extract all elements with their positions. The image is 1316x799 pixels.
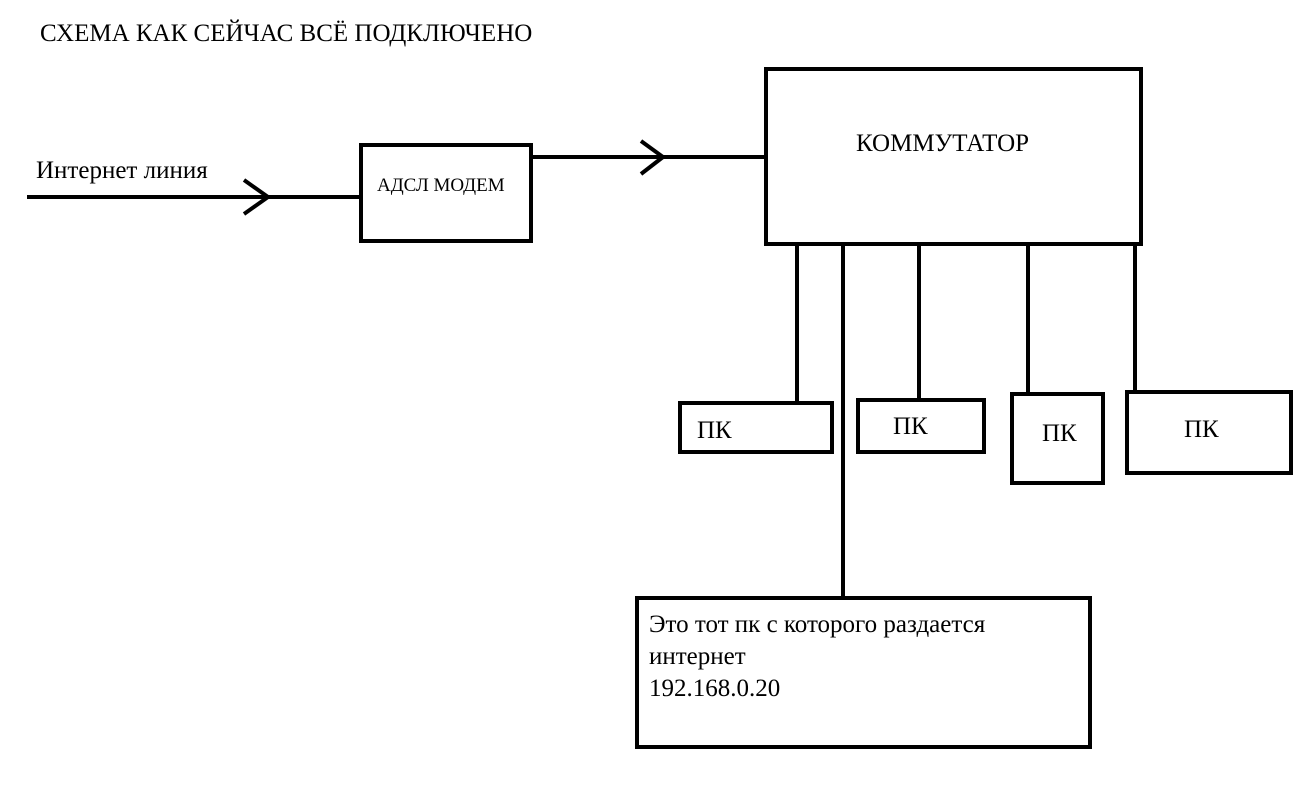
pc-box-1 — [678, 401, 834, 454]
pc-box-3 — [1010, 392, 1105, 485]
internet-line-arrowhead — [242, 178, 272, 216]
modem-box — [359, 143, 533, 243]
modem-label: АДСЛ МОДЕМ — [377, 175, 505, 196]
pc-label-2: ПК — [893, 413, 928, 440]
pc-box-4 — [1125, 390, 1293, 475]
switch-box — [764, 67, 1143, 246]
pc-label-4: ПК — [1184, 416, 1219, 443]
pc-label-3: ПК — [1042, 420, 1077, 447]
pc-label-1: ПК — [697, 417, 732, 444]
host-pc-ip-address: 192.168.0.20 — [649, 675, 781, 702]
pc-box-2 — [856, 398, 986, 454]
modem-to-switch-arrowhead — [639, 139, 667, 176]
host-pc-description-line-1: Это тот пк с которого раздается — [649, 611, 986, 638]
internet-line-label: Интернет линия — [36, 157, 208, 184]
diagram-title: СХЕМА КАК СЕЙЧАС ВСЁ ПОДКЛЮЧЕНО — [40, 20, 533, 47]
host-pc-box — [635, 596, 1092, 749]
host-pc-description-line-2: интернет — [649, 643, 746, 670]
switch-label: КОММУТАТОР — [856, 130, 1030, 157]
